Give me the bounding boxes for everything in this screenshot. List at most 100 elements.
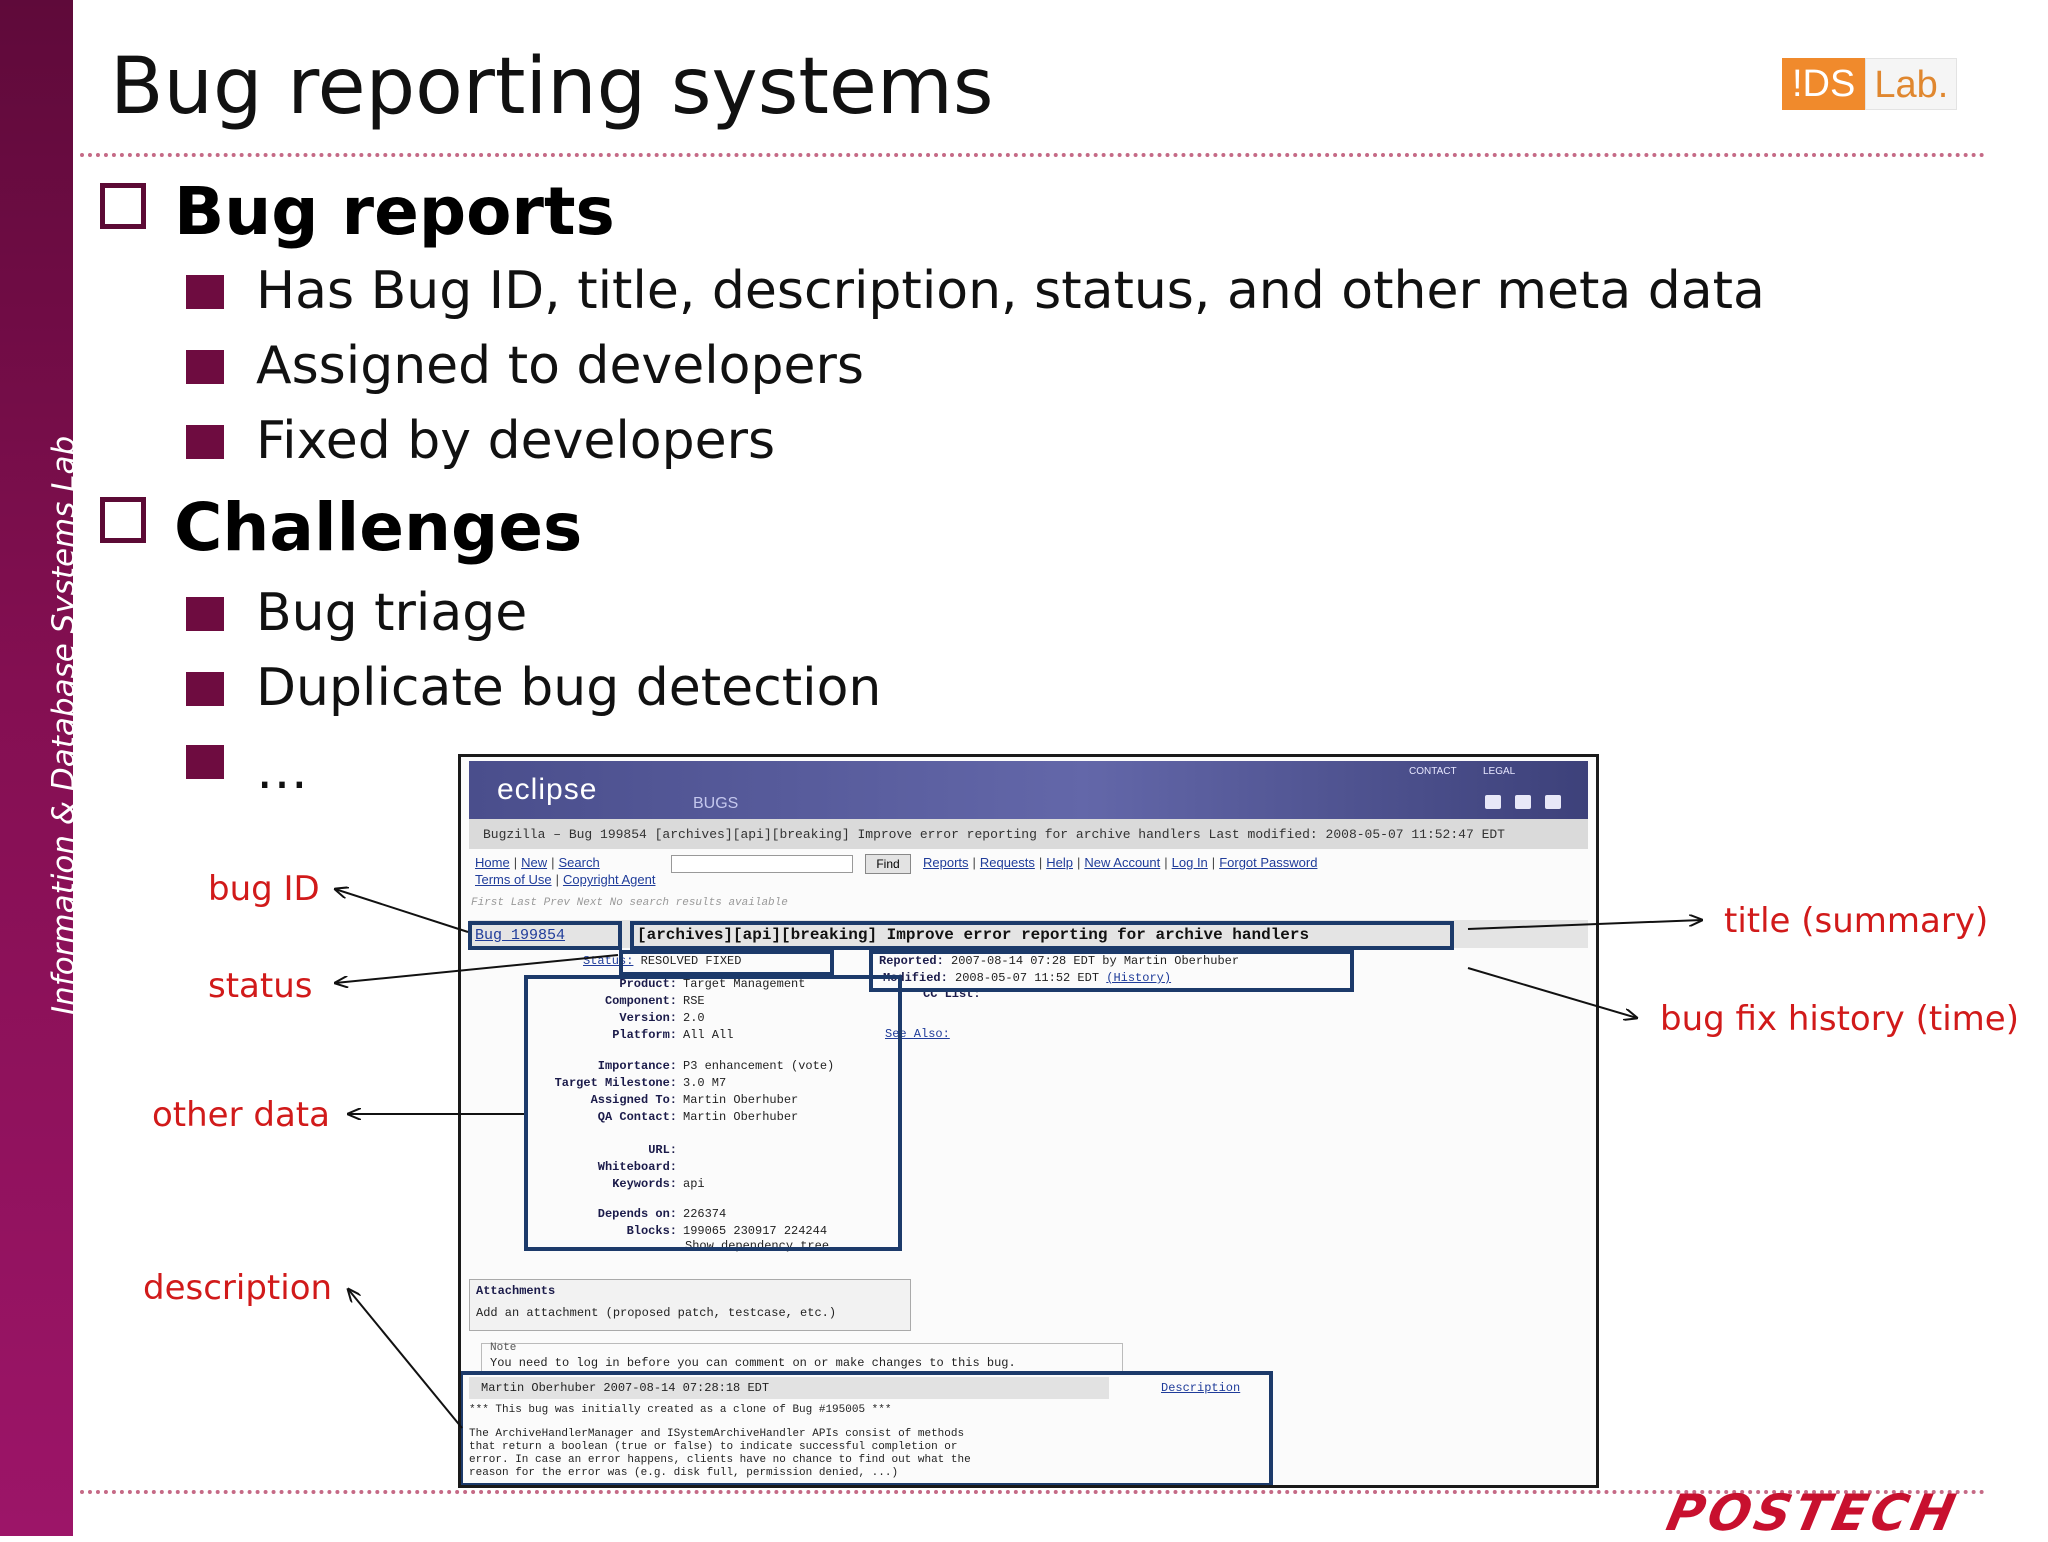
meta-field-label: Product: bbox=[619, 977, 677, 991]
legal-link[interactable]: LEGAL bbox=[1483, 766, 1516, 777]
meta-field-value: Martin Oberhuber bbox=[683, 1110, 799, 1124]
bullet-square-icon bbox=[186, 350, 224, 384]
bullet-text: Assigned to developers bbox=[256, 336, 864, 396]
nav-row-1: Home|New|Search bbox=[475, 855, 600, 870]
meta-field-value: api bbox=[683, 1177, 705, 1191]
nav-row-1-right: Reports|Requests|Help|New Account|Log In… bbox=[923, 855, 1318, 870]
bug-id-highlight bbox=[468, 921, 622, 950]
sidebar-band: Information & Database Systems Lab bbox=[0, 0, 82, 1536]
bullet-text: Duplicate bug detection bbox=[256, 658, 882, 718]
bullet-text: Bug triage bbox=[256, 583, 528, 643]
meta-field-label: Target Milestone: bbox=[554, 1076, 677, 1090]
logo-ids: !DS bbox=[1782, 58, 1866, 110]
meta-field-row: URL: bbox=[527, 1143, 899, 1157]
bottom-divider bbox=[80, 1490, 1986, 1494]
arrow-status bbox=[335, 954, 619, 983]
bullet-text: Has Bug ID, title, description, status, … bbox=[256, 261, 1765, 321]
logo-lab: Lab. bbox=[1865, 58, 1958, 110]
meta-field-label: Importance: bbox=[597, 1059, 677, 1073]
section-heading-challenges: Challenges bbox=[174, 489, 583, 566]
top-divider bbox=[80, 153, 1986, 157]
arrow-title bbox=[1467, 920, 1702, 930]
meta-field-label: Platform: bbox=[612, 1028, 677, 1042]
description-link[interactable]: Description bbox=[1161, 1381, 1241, 1395]
toolbar-icon[interactable] bbox=[1545, 795, 1561, 809]
meta-field-row: Target Milestone:3.0 M7 bbox=[527, 1076, 899, 1090]
nav-forgot-password-link[interactable]: Forgot Password bbox=[1219, 855, 1318, 870]
status-highlight bbox=[619, 950, 834, 976]
history-highlight bbox=[869, 950, 1354, 992]
meta-field-value: 2.0 bbox=[683, 1011, 705, 1025]
nav-new-account-link[interactable]: New Account bbox=[1084, 855, 1161, 870]
modified-field: Modified: 2008-05-07 11:52 EDT (History) bbox=[883, 971, 1172, 985]
bullet-square-icon bbox=[186, 597, 224, 631]
note-label: Note bbox=[490, 1342, 517, 1354]
nav-login-link[interactable]: Log In bbox=[1171, 855, 1208, 870]
meta-field-row: QA Contact: Martin Oberhuber bbox=[527, 1110, 899, 1124]
contact-link[interactable]: CONTACT bbox=[1409, 766, 1457, 777]
meta-field-value: P3 enhancement (vote) bbox=[683, 1059, 835, 1073]
meta-field-row: Importance: P3 enhancement (vote) bbox=[527, 1059, 899, 1073]
bullet-square-icon bbox=[186, 672, 224, 706]
label-bug-id: bug ID bbox=[208, 869, 320, 909]
toolbar-icon[interactable] bbox=[1485, 795, 1501, 809]
meta-field-row: Version:2.0 bbox=[527, 1011, 899, 1025]
meta-field-value: 226374 bbox=[683, 1207, 727, 1221]
attachments-box: Attachments Add an attachment (proposed … bbox=[469, 1279, 911, 1331]
description-body: The ArchiveHandlerManager and ISystemArc… bbox=[469, 1428, 971, 1479]
bug-title-bar: Bugzilla – Bug 199854 [archives][api][br… bbox=[469, 819, 1588, 849]
description-author: Martin Oberhuber 2007-08-14 07:28:18 EDT bbox=[481, 1381, 770, 1395]
nav-home-link[interactable]: Home bbox=[475, 855, 510, 870]
eclipse-banner: eclipse BUGS CONTACT LEGAL bbox=[469, 761, 1588, 819]
arrow-description bbox=[348, 1289, 463, 1429]
eclipse-logo: eclipse bbox=[497, 773, 598, 806]
label-status: status bbox=[208, 966, 313, 1006]
meta-field-row: Blocks:199065 230917 224244 bbox=[527, 1224, 899, 1238]
meta-field-label: URL: bbox=[648, 1143, 677, 1157]
meta-field-label: QA Contact: bbox=[597, 1110, 677, 1124]
meta-field-value: All All bbox=[683, 1028, 734, 1042]
label-fix-history: bug fix history (time) bbox=[1660, 999, 2019, 1039]
meta-field-row: Depends on: 226374 bbox=[527, 1207, 899, 1221]
bullet-square-icon bbox=[186, 425, 224, 459]
toolbar-icon[interactable] bbox=[1515, 795, 1531, 809]
meta-field-label: Depends on: bbox=[597, 1207, 677, 1221]
nav-copyright-link[interactable]: Copyright Agent bbox=[562, 872, 656, 887]
quicksearch-input[interactable] bbox=[671, 855, 853, 873]
nav-new-link[interactable]: New bbox=[521, 855, 548, 870]
bugzilla-screenshot: eclipse BUGS CONTACT LEGAL Bugzilla – Bu… bbox=[458, 754, 1599, 1488]
meta-field-value: Martin Oberhuber bbox=[683, 1093, 799, 1107]
find-button[interactable]: Find bbox=[865, 854, 911, 874]
title-bar-text: Bugzilla – Bug 199854 [archives][api][br… bbox=[483, 827, 1505, 842]
nav-requests-link[interactable]: Requests bbox=[979, 855, 1035, 870]
title-highlight bbox=[630, 921, 1454, 950]
meta-field-label: Blocks: bbox=[626, 1224, 677, 1238]
attachments-header: Attachments bbox=[476, 1284, 556, 1298]
bug-id-link[interactable]: Bug 199854 bbox=[475, 927, 566, 944]
nav-help-link[interactable]: Help bbox=[1046, 855, 1073, 870]
nav-search-link[interactable]: Search bbox=[558, 855, 600, 870]
ids-lab-logo: !DS Lab. bbox=[1782, 58, 1958, 110]
nav-terms-link[interactable]: Terms of Use bbox=[475, 872, 552, 887]
meta-field-label: Whiteboard: bbox=[597, 1160, 677, 1174]
meta-field-label: Keywords: bbox=[612, 1177, 677, 1191]
description-clone-note: *** This bug was initially created as a … bbox=[469, 1404, 892, 1416]
note-text: You need to log in before you can commen… bbox=[490, 1356, 1016, 1370]
meta-field-label: Component: bbox=[604, 994, 677, 1008]
label-title-summary: title (summary) bbox=[1724, 901, 1989, 941]
meta-field-row: Platform: All All bbox=[527, 1028, 899, 1042]
arrow-bug-id bbox=[335, 889, 469, 933]
label-other-data: other data bbox=[152, 1095, 330, 1135]
meta-field-row: Keywords: api bbox=[527, 1177, 899, 1191]
meta-field-value: RSE bbox=[683, 994, 705, 1008]
section-checkbox-icon bbox=[100, 183, 146, 229]
meta-field-row: Whiteboard: bbox=[527, 1160, 899, 1174]
meta-field-row: Component: RSE bbox=[527, 994, 899, 1008]
nav-reports-link[interactable]: Reports bbox=[923, 855, 969, 870]
bullet-text: … bbox=[256, 741, 308, 801]
add-attachment-link[interactable]: Add an attachment (proposed patch, testc… bbox=[476, 1306, 837, 1320]
label-description: description bbox=[143, 1268, 333, 1308]
description-header bbox=[469, 1377, 1109, 1399]
bugs-subtitle: BUGS bbox=[693, 795, 739, 812]
